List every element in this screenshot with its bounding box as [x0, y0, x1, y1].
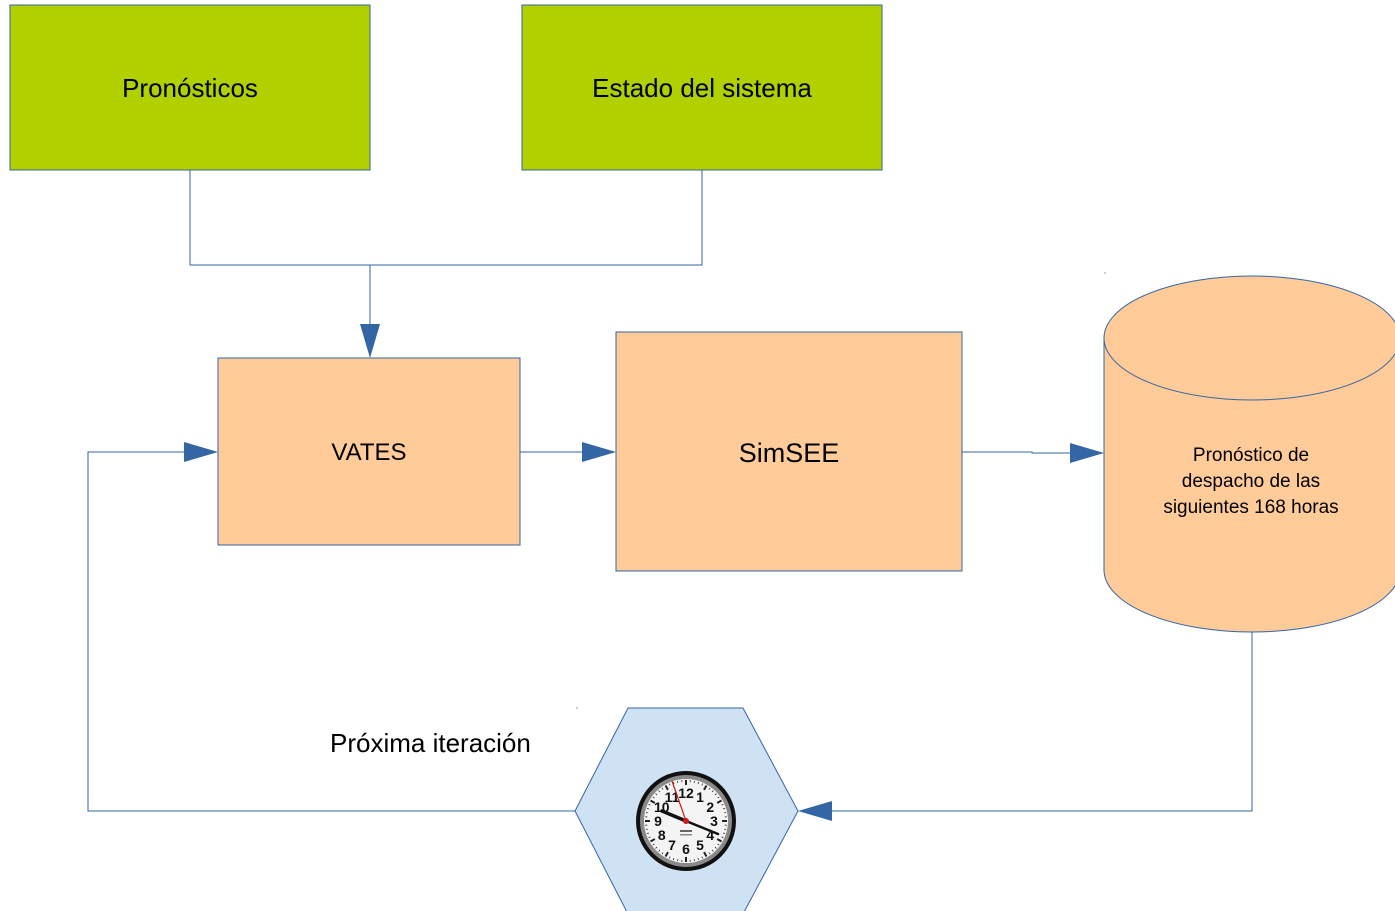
clock-tick — [672, 781, 675, 785]
clock-tick — [672, 857, 675, 861]
clock-tick — [658, 849, 661, 852]
clock-tick — [655, 846, 658, 849]
clock-numeral: 4 — [706, 827, 714, 843]
clock-tick — [664, 851, 669, 858]
clock-tick — [648, 836, 651, 839]
pronosticos-label: Pronósticos — [122, 73, 258, 103]
clock-tick — [703, 784, 708, 791]
clock-tick — [708, 787, 711, 790]
clock-numeral: 1 — [696, 789, 704, 805]
clock-tick — [703, 851, 708, 858]
clock-minute-hand — [684, 819, 720, 836]
database-label-line-1: Pronóstico de — [1193, 445, 1309, 466]
database-to-timer-arrow — [798, 632, 1253, 821]
clock-tick — [652, 796, 655, 799]
database-node: Pronóstico de despacho de las siguientes… — [1103, 275, 1395, 633]
clock-numeral: 3 — [710, 813, 718, 829]
vates-node: VATES — [217, 357, 521, 546]
clock-tick — [711, 790, 714, 793]
clock-tick — [658, 790, 661, 793]
clock-tick — [722, 832, 726, 835]
estado-node: Estado del sistema — [521, 4, 883, 171]
clock-tick — [668, 783, 671, 786]
clock-tick — [717, 843, 720, 846]
simsee-node: SimSEE — [615, 331, 963, 572]
clock-tick — [648, 803, 651, 806]
clock-tick — [652, 843, 655, 846]
clock-tick — [661, 852, 664, 855]
clock-ticks — [645, 780, 727, 862]
clock-tick — [646, 807, 650, 810]
clock-numeral: 5 — [696, 837, 704, 853]
estado-label: Estado del sistema — [592, 73, 812, 103]
clock-tick — [721, 803, 724, 806]
clock-numeral: 8 — [658, 827, 666, 843]
clock-tick — [664, 784, 669, 791]
clock-tick — [649, 799, 656, 804]
vates-to-simsee-arrow — [520, 442, 616, 462]
simsee-to-database-arrow — [962, 443, 1104, 463]
feedback-loop-arrow — [87, 442, 575, 812]
stray-dot — [576, 707, 578, 709]
database-label-line-3: siguientes 168 horas — [1163, 497, 1338, 518]
clock-second-hand — [671, 780, 687, 822]
next-iteration-label: Próxima iteración — [330, 728, 531, 758]
clock-tick — [701, 856, 704, 859]
merge-arrow — [360, 265, 380, 358]
database-label-line-2: despacho de las — [1182, 471, 1320, 492]
clock-numeral: 6 — [682, 841, 690, 857]
clock-tick — [649, 838, 656, 843]
clock-tick — [717, 796, 720, 799]
clock-tick — [714, 793, 717, 796]
clock-hour-hand — [660, 809, 688, 823]
clock-tick — [716, 799, 723, 804]
clock-tick — [721, 836, 724, 839]
merge-connector — [189, 170, 703, 266]
clock-tick — [711, 849, 714, 852]
clock-tick — [646, 832, 650, 835]
clock-tick — [661, 787, 664, 790]
clock-tick — [668, 856, 671, 859]
clock-tick — [697, 781, 700, 785]
clock-tick — [722, 807, 726, 810]
clock-numeral: 12 — [678, 785, 694, 801]
simsee-label: SimSEE — [739, 438, 840, 468]
clock-tick — [697, 857, 700, 861]
stray-dot — [1104, 272, 1106, 274]
clock-numeral: 9 — [654, 813, 662, 829]
clock-tick — [714, 846, 717, 849]
clock-numeral: 7 — [668, 837, 676, 853]
clock-tick — [655, 793, 658, 796]
clock-tick — [701, 783, 704, 786]
clock-tick — [708, 852, 711, 855]
clock-tick — [716, 838, 723, 843]
pronosticos-node: Pronósticos — [9, 4, 371, 171]
vates-label: VATES — [331, 439, 406, 466]
clock-numeral: 2 — [706, 799, 714, 815]
